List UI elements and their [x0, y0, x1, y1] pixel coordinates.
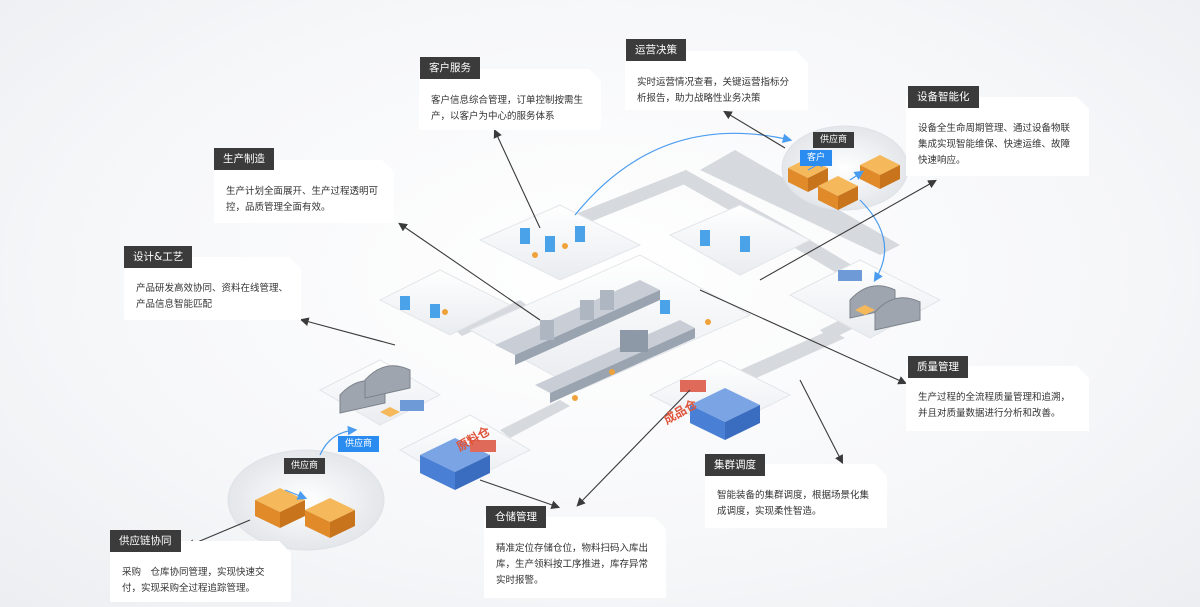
warehouse-desc: 精准定位存储仓位，物料扫码入库出库，生产领料按工序推进，库存异常实时报警。 [496, 543, 649, 586]
production-card: 生产计划全面展开、生产过程透明可控，品质管理全面有效。 [214, 160, 394, 223]
trucks [400, 270, 862, 452]
production-line [495, 280, 695, 403]
supplier-top-label: 供应商 [813, 132, 855, 148]
ops-decision-card: 实时运营情况查看，关键运营指标分析报告，助力战略性业务决策 [625, 51, 808, 110]
cluster-title: 集群调度 [705, 454, 765, 476]
connector-arrows [185, 110, 937, 548]
ops-decision-desc: 实时运营情况查看，关键运营指标分析报告，助力战略性业务决策 [637, 77, 790, 104]
equipment-card: 设备全生命周期管理、通过设备物联集成实现智能维保、快速运维、故障快速响应。 [906, 97, 1089, 176]
ops-decision-title: 运营决策 [626, 39, 686, 61]
blue-warehouses [420, 388, 760, 490]
warehouse-card: 精准定位存储仓位，物料扫码入库出库，生产领料按工序推进，库存异常实时报警。 [484, 517, 666, 598]
customer-label: 客户 [800, 150, 833, 166]
design-desc: 产品研发高效协同、资料在线管理、产品信息智能匹配 [136, 283, 289, 310]
office-stations [400, 226, 750, 318]
production-title: 生产制造 [214, 148, 274, 170]
customer-service-card: 客户信息综合管理，订单控制按需生产，以客户为中心的服务体系 [419, 69, 601, 130]
production-desc: 生产计划全面展开、生产过程透明可控，品质管理全面有效。 [226, 186, 379, 213]
workers [442, 243, 711, 401]
storage-sheds [339, 285, 921, 414]
supplier-buildings [255, 155, 900, 538]
customer-service-title: 客户服务 [420, 57, 480, 79]
quality-title: 质量管理 [908, 356, 968, 378]
supplier-bottom-label: 供应商 [284, 458, 326, 474]
equipment-title: 设备智能化 [908, 86, 979, 108]
warehouse-title: 仓储管理 [486, 506, 546, 528]
quality-desc: 生产过程的全流程质量管理和追溯，并且对质量数据进行分析和改善。 [918, 392, 1071, 419]
design-title: 设计&工艺 [124, 246, 193, 268]
supply-chain-desc: 采购 仓库协同管理，实现快速交付，实现采购全过程追踪管理。 [122, 567, 265, 594]
equipment-desc: 设备全生命周期管理、通过设备物联集成实现智能维保、快速运维、故障快速响应。 [918, 123, 1071, 166]
quality-card: 生产过程的全流程质量管理和追溯，并且对质量数据进行分析和改善。 [906, 366, 1089, 431]
supplier-mid-label: 供应商 [338, 436, 380, 452]
customer-service-desc: 客户信息综合管理，订单控制按需生产，以客户为中心的服务体系 [431, 95, 584, 122]
supply-chain-title: 供应链协同 [110, 530, 181, 552]
cluster-desc: 智能装备的集群调度，根据场景化集成调度，实现柔性智造。 [717, 490, 870, 517]
